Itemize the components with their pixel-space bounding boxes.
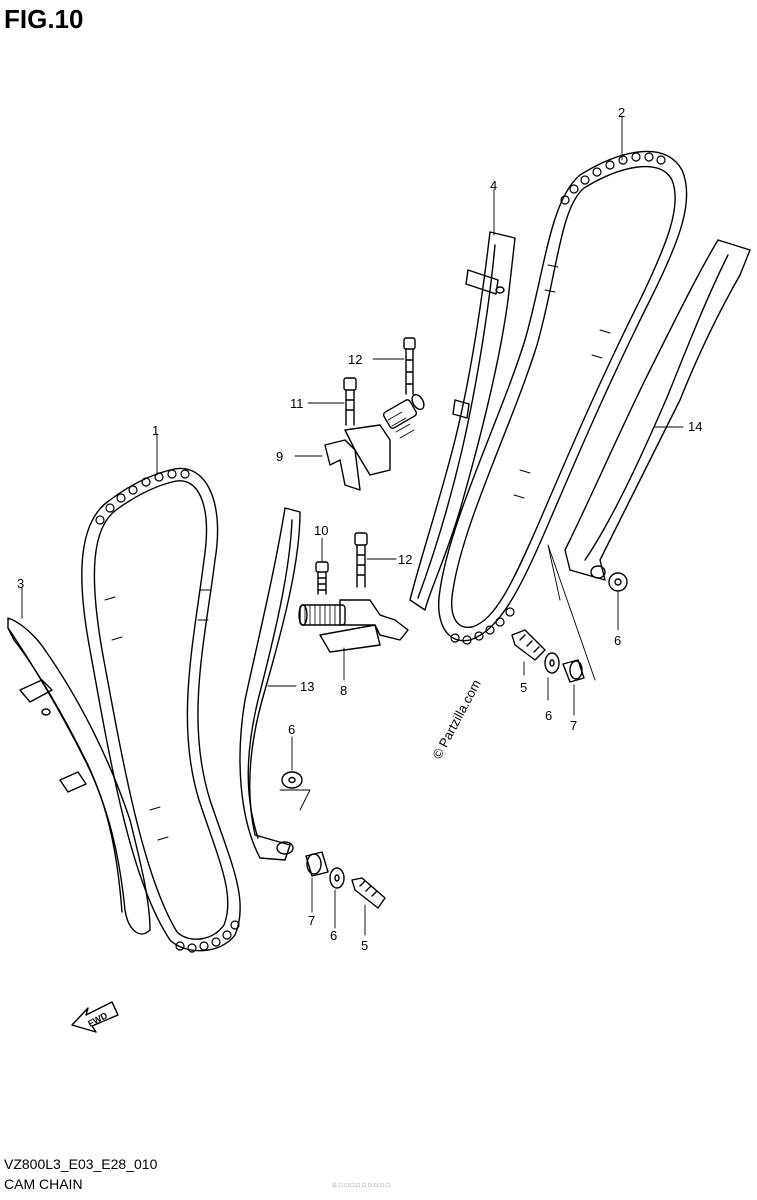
callout-7a: 7 <box>570 718 577 733</box>
callout-6b: 6 <box>545 708 552 723</box>
cam-chain-front <box>81 467 241 953</box>
cam-chain-rear <box>438 150 688 645</box>
callout-13: 13 <box>300 679 314 694</box>
fine-print: Ⓢ ☐ ☐ ☐ ☐ ☐ ☐ ☐ ☐ ☐ <box>332 1183 390 1189</box>
tensioner-arm-front <box>239 507 301 861</box>
callout-2: 2 <box>618 105 625 120</box>
tensioner-arm-rear <box>564 239 751 581</box>
watermark: © Partzilla.com <box>429 677 483 761</box>
bolt-12-upper <box>403 337 416 395</box>
diagram-caption: CAM CHAIN <box>4 1176 83 1192</box>
callout-14: 14 <box>688 419 702 434</box>
chain-tensioner-rear <box>324 393 425 491</box>
figure-title: FIG.10 <box>4 4 84 34</box>
bolt-10 <box>315 561 329 595</box>
pivot-hardware-front <box>281 771 386 909</box>
bolt-12-lower <box>354 532 368 588</box>
callout-5b: 5 <box>361 938 368 953</box>
callout-11: 11 <box>290 396 304 411</box>
pivot-hardware-rear <box>511 572 628 683</box>
callout-9: 9 <box>276 449 283 464</box>
callout-6d: 6 <box>330 928 337 943</box>
callout-12b: 12 <box>398 552 412 567</box>
fwd-arrow-icon <box>71 1001 119 1033</box>
callout-4: 4 <box>490 178 497 193</box>
callout-7b: 7 <box>308 913 315 928</box>
diagram-code: VZ800L3_E03_E28_010 <box>4 1156 158 1172</box>
callout-1: 1 <box>152 423 159 438</box>
callout-10: 10 <box>314 523 328 538</box>
callout-12a: 12 <box>348 352 362 367</box>
callout-8: 8 <box>340 683 347 698</box>
bolt-11 <box>343 377 357 426</box>
callout-5a: 5 <box>520 680 527 695</box>
callout-3: 3 <box>17 576 24 591</box>
callout-6a: 6 <box>614 633 621 648</box>
chain-guide-rear <box>409 231 516 611</box>
chain-guide-front <box>7 617 151 935</box>
chain-tensioner-front <box>298 599 409 653</box>
callout-6c: 6 <box>288 722 295 737</box>
